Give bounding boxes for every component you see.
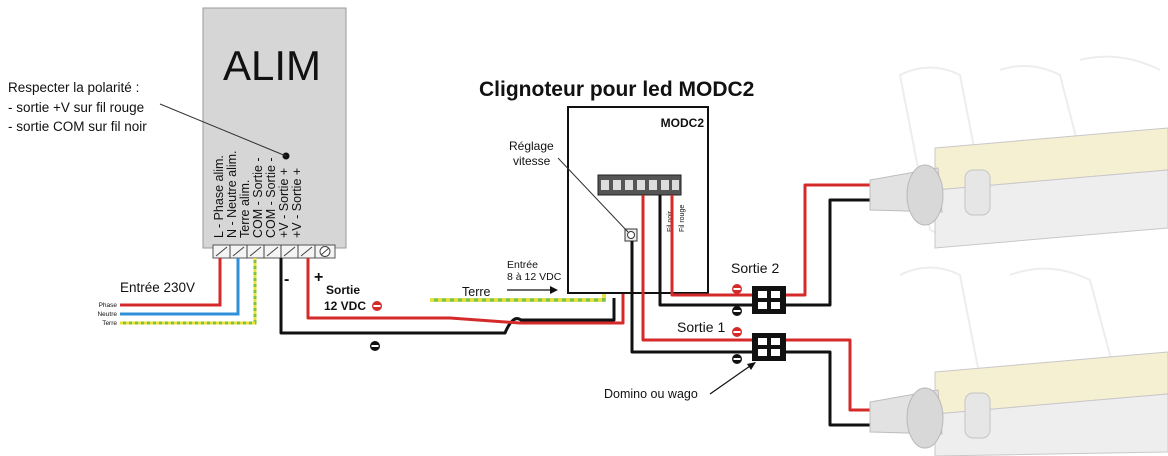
input-voltage-label-line1: Entrée xyxy=(507,259,538,271)
input-arrow-icon xyxy=(507,286,558,294)
polarity-note-line: - sortie +V sur fil rouge xyxy=(8,100,144,115)
plus-marker-icon xyxy=(732,284,742,294)
terminal-label: N - Neutre alim. xyxy=(225,150,239,238)
modc2-connector-strip xyxy=(597,174,682,196)
output-label-line2: 12 VDC xyxy=(324,299,366,313)
dc-output-wires xyxy=(279,195,625,335)
mains-input-label: Entrée 230V xyxy=(120,280,195,295)
modc2-box xyxy=(567,106,709,294)
input-voltage-label-line2: 8 à 12 VDC xyxy=(507,271,562,283)
terminal-label: L - Phase alim. xyxy=(212,155,226,238)
polarity-leader-line xyxy=(159,103,287,157)
domino-label: Domino ou wago xyxy=(604,387,698,401)
minus-marker-icon xyxy=(370,341,380,351)
mains-input-wires xyxy=(120,258,257,325)
domino-leader-arrow xyxy=(709,362,756,395)
mains-wire-labels: Phase Neutre Terre xyxy=(97,302,117,327)
modc2-label: MODC2 xyxy=(661,116,705,130)
terminal-label: COM - Sortie - xyxy=(251,157,265,238)
psu-body xyxy=(202,7,347,249)
polarity-note-line: Respecter la polarité : xyxy=(8,80,139,95)
output-plus-sign: + xyxy=(314,269,323,286)
plus-marker-icon xyxy=(372,301,382,311)
polarity-note: Respecter la polarité : - sortie +V sur … xyxy=(8,80,147,134)
terminal-label: +V - Sortie + xyxy=(290,168,304,238)
output-label-line1: Sortie xyxy=(326,283,360,297)
domino-connector-sortie2 xyxy=(752,286,786,314)
wire-label-terre: Terre xyxy=(102,320,117,327)
psu-terminal-block xyxy=(212,244,336,259)
led-strip-lower xyxy=(869,351,1168,456)
terminal-label: +V - Sortie + xyxy=(277,168,291,238)
power-supply: ALIM L - Phase alim. N - Neutre alim. Te… xyxy=(202,7,347,259)
speed-adjust-leader xyxy=(557,157,629,233)
module-output-wires xyxy=(630,183,870,427)
wire-label-phase: Phase xyxy=(99,302,118,309)
domino-connector-sortie1 xyxy=(752,333,786,361)
terminal-label: COM - Sortie - xyxy=(264,157,278,238)
minus-marker-icon xyxy=(732,306,742,316)
psu-terminal-labels: L - Phase alim. N - Neutre alim. Terre a… xyxy=(212,150,304,238)
earth-label: Terre xyxy=(462,285,491,299)
psu-label: ALIM xyxy=(223,42,321,89)
terminal-label: Terre alim. xyxy=(238,180,252,238)
minus-marker-icon xyxy=(732,354,742,364)
plus-marker-icon xyxy=(732,327,742,337)
speed-adjust-label-line1: Réglage xyxy=(509,139,554,153)
sortie2-label: Sortie 2 xyxy=(731,260,779,276)
wire-label-neutre: Neutre xyxy=(97,311,117,318)
wire-label-fil-rouge: Fil rouge xyxy=(679,205,686,232)
modc2-module: MODC2 Fil noir Fil rouge xyxy=(567,106,709,294)
sortie1-label: Sortie 1 xyxy=(677,319,725,335)
output-minus-sign: - xyxy=(284,271,289,288)
speed-adjust-label-line2: vitesse xyxy=(513,154,551,168)
polarity-note-line: - sortie COM sur fil noir xyxy=(8,119,147,134)
led-strip-upper xyxy=(869,127,1168,249)
diagram-title: Clignoteur pour led MODC2 xyxy=(479,78,754,101)
